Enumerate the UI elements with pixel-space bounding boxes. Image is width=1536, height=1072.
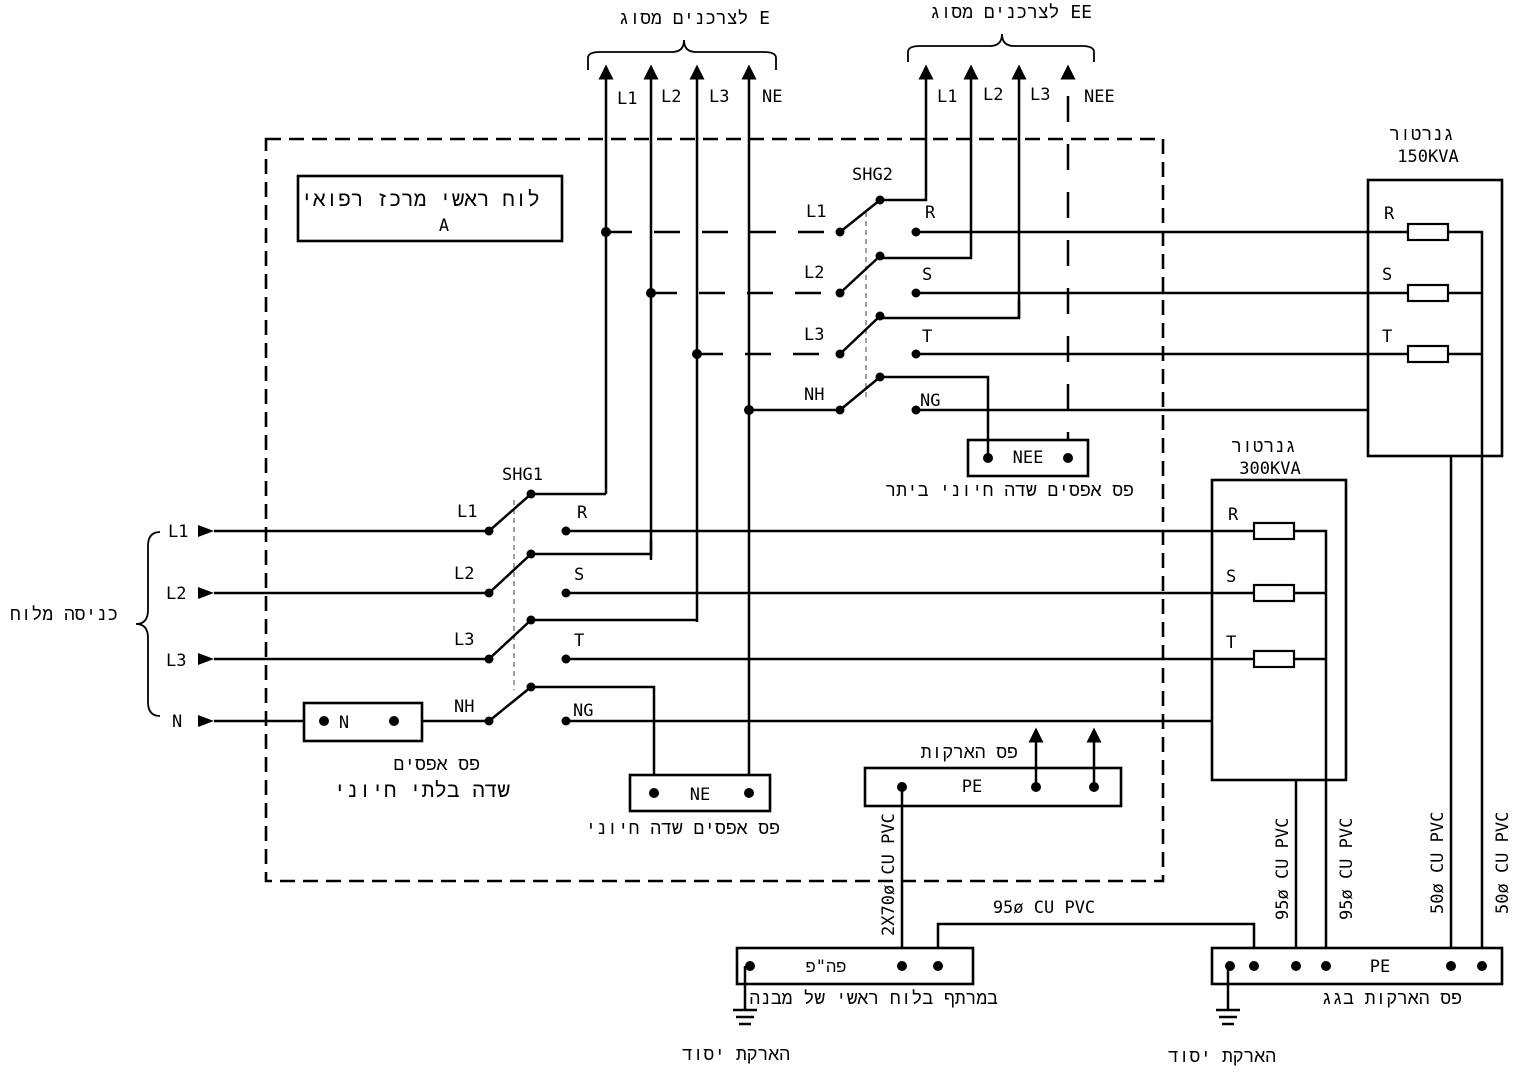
pe-panel-bar-caption: פס הארקות <box>921 742 1018 763</box>
e-feeders <box>543 64 757 790</box>
ee-line-l2: L2 <box>983 85 1003 105</box>
gen150-feeders <box>916 230 1482 412</box>
main-panel-subtitle: A <box>439 216 449 236</box>
n-bar-label: N <box>339 713 349 733</box>
gen300-phase-t: T <box>1226 633 1236 653</box>
nee-bar: NEE פס אפסים שדה חיוני ביתר <box>885 438 1134 501</box>
ne-bar-caption: פס אפסים שדה חיוני <box>585 818 780 839</box>
incoming-l2: L2 <box>166 584 186 604</box>
cable-gen300-b: 95ø CU PVC <box>1337 818 1357 920</box>
ee-line-l1: L1 <box>937 87 957 107</box>
shg2-pole-l2: L2 <box>804 263 824 283</box>
cable-link: 95ø CU PVC <box>993 898 1095 918</box>
ee-line-nee: NEE <box>1084 87 1115 107</box>
e-line-ne: NE <box>762 87 782 107</box>
shg2-pole-l1: L1 <box>806 202 826 222</box>
consumer-group-ee-label: לצרכנים מסוג EE <box>930 2 1092 23</box>
incoming-l1: L1 <box>168 522 188 542</box>
gen300-phase-r: R <box>1228 505 1239 525</box>
generator-300: גנרטור 300KVA R S T <box>1210 436 1348 964</box>
cable-labels: 2X70ø CU PVC 95ø CU PVC 95ø CU PVC 50ø C… <box>879 812 1513 936</box>
incoming-feed: כניסה מלוח L1 L2 L3 N <box>10 522 489 732</box>
gen300-title: גנרטור <box>1231 436 1296 457</box>
shg2-pole-nh: NH <box>804 385 824 405</box>
main-panel-title: לוח ראשי מרכז רפואי <box>300 187 540 211</box>
incoming-label: כניסה מלוח <box>10 604 118 625</box>
shg1-pole-l1: L1 <box>457 502 477 522</box>
shg1-contact-ng: NG <box>573 701 593 721</box>
cable-panel-pe: 2X70ø CU PVC <box>879 813 899 936</box>
main-panel-enclosure <box>264 137 1165 883</box>
basement-ground: הארקת יסוד <box>682 1044 790 1065</box>
shg2-name: SHG2 <box>852 165 893 185</box>
n-bar-caption-1: פס אפסים <box>394 754 480 775</box>
generator-150: גנרטור 150KVA R S T <box>1366 124 1504 964</box>
shg1-contact-t: T <box>574 631 584 651</box>
ne-bar-label: NE <box>690 785 710 805</box>
n-bar: N פס אפסים שדה בלתי חיוני <box>302 701 510 802</box>
gen150-rating: 150KVA <box>1397 147 1458 167</box>
link-wire <box>936 922 1256 966</box>
shg1-pole-l3: L3 <box>454 630 474 650</box>
shg1-contact-r: R <box>577 503 588 523</box>
brace-e <box>587 39 777 70</box>
e-line-l2: L2 <box>661 87 681 107</box>
consumer-group-ee: לצרכנים מסוג EE L1 L2 L3 NEE <box>907 2 1115 107</box>
shg2-contact-ng: NG <box>920 391 940 411</box>
nee-bar-label: NEE <box>1013 448 1044 468</box>
shg1-contact-s: S <box>574 565 584 585</box>
shg2-contact-r: R <box>925 203 936 223</box>
gen150-phase-s: S <box>1382 265 1392 285</box>
shg2-switch: SHG2 L1 L2 L3 NH R S T NG <box>804 165 990 458</box>
ee-feeders <box>880 64 1076 458</box>
roof-bar-caption: פס הארקות בגג <box>1322 988 1463 1009</box>
shg2-contact-s: S <box>922 265 932 285</box>
shg1-pole-l2: L2 <box>454 564 474 584</box>
roof-bar: PE פס הארקות בגג הארקת יסוד <box>1168 946 1504 1067</box>
main-panel-title-box: לוח ראשי מרכז רפואי A <box>296 174 564 243</box>
shg1-switch: SHG1 L1 L2 L3 NH R S T NG <box>454 465 697 790</box>
shg1-pole-nh: NH <box>454 697 474 717</box>
basement-bar-caption: במרתף בלוח ראשי של מבנה <box>749 988 998 1009</box>
shg2-feeds <box>601 227 840 415</box>
shg2-contact-t: T <box>922 327 932 347</box>
roof-ground: הארקת יסוד <box>1168 1046 1276 1067</box>
incoming-n: N <box>172 712 182 732</box>
shg2-pole-l3: L3 <box>804 325 824 345</box>
gen150-phase-t: T <box>1382 327 1392 347</box>
n-bar-caption-2: שדה בלתי חיוני <box>333 778 510 802</box>
ee-line-l3: L3 <box>1030 85 1050 105</box>
consumer-group-e: לצרכנים מסוג E L1 L2 L3 NE <box>587 8 782 109</box>
roof-bar-label: PE <box>1370 957 1390 977</box>
pe-panel-bar: PE פס הארקות <box>863 727 1123 966</box>
gen300-rating: 300KVA <box>1239 459 1300 479</box>
gen150-title: גנרטור <box>1389 124 1454 145</box>
basement-bar: פה"פ במרתף בלוח ראשי של מבנה הארקת יסוד <box>682 946 998 1065</box>
consumer-group-e-label: לצרכנים מסוג E <box>619 8 770 29</box>
cable-gen300-a: 95ø CU PVC <box>1273 818 1293 920</box>
gen300-feeders <box>566 529 1326 723</box>
cable-gen150-b: 50ø CU PVC <box>1493 812 1513 914</box>
brace-ee <box>907 33 1095 62</box>
basement-bar-label: פה"פ <box>806 957 847 977</box>
gen300-phase-s: S <box>1226 567 1236 587</box>
pe-panel-bar-label: PE <box>962 777 982 797</box>
e-line-l3: L3 <box>709 87 729 107</box>
ne-bar: NE פס אפסים שדה חיוני <box>585 773 780 839</box>
e-line-l1: L1 <box>617 89 637 109</box>
gen150-phase-r: R <box>1384 204 1395 224</box>
cable-gen150-a: 50ø CU PVC <box>1428 812 1448 914</box>
incoming-l3: L3 <box>166 651 186 671</box>
nee-bar-caption: פס אפסים שדה חיוני ביתר <box>885 480 1134 501</box>
shg1-name: SHG1 <box>502 465 543 485</box>
